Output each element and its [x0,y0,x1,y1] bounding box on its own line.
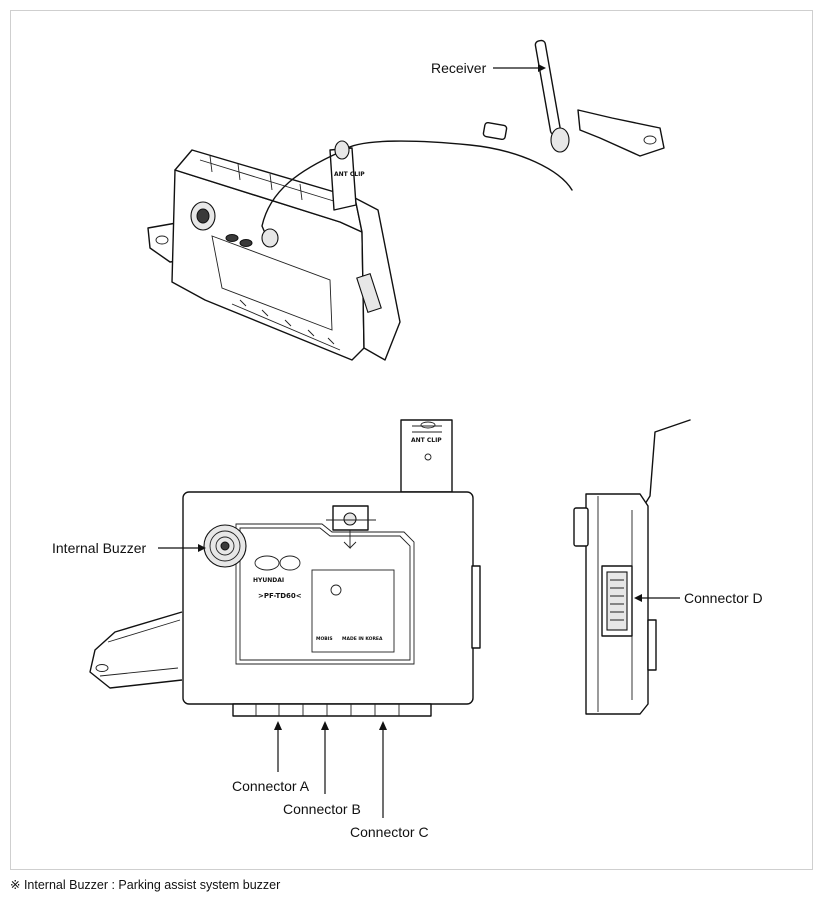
mobis-marking: MOBIS [316,636,333,642]
internal-buzzer-label: Internal Buzzer [52,540,147,556]
connector-d-label: Connector D [684,590,763,606]
isometric-module: ANT CLIP [147,39,665,361]
leader-lines [158,64,680,818]
made-in-marking: MADE IN KOREA [342,636,383,642]
receiver-label: Receiver [431,60,487,76]
side-view-module [573,419,691,715]
connector-a-label: Connector A [232,778,310,794]
diagram-frame [10,10,813,870]
svg-text:ANT CLIP: ANT CLIP [334,171,365,178]
connector-c-label: Connector C [350,824,429,840]
ant-clip-marking: ANT CLIP [411,437,442,444]
footnote: ※ Internal Buzzer : Parking assist syste… [10,878,281,892]
connector-b-label: Connector B [283,801,361,817]
front-view-module [89,419,481,717]
part-code-marking: >PF-TD60< [258,592,302,600]
brand-marking: HYUNDAI [253,577,284,584]
